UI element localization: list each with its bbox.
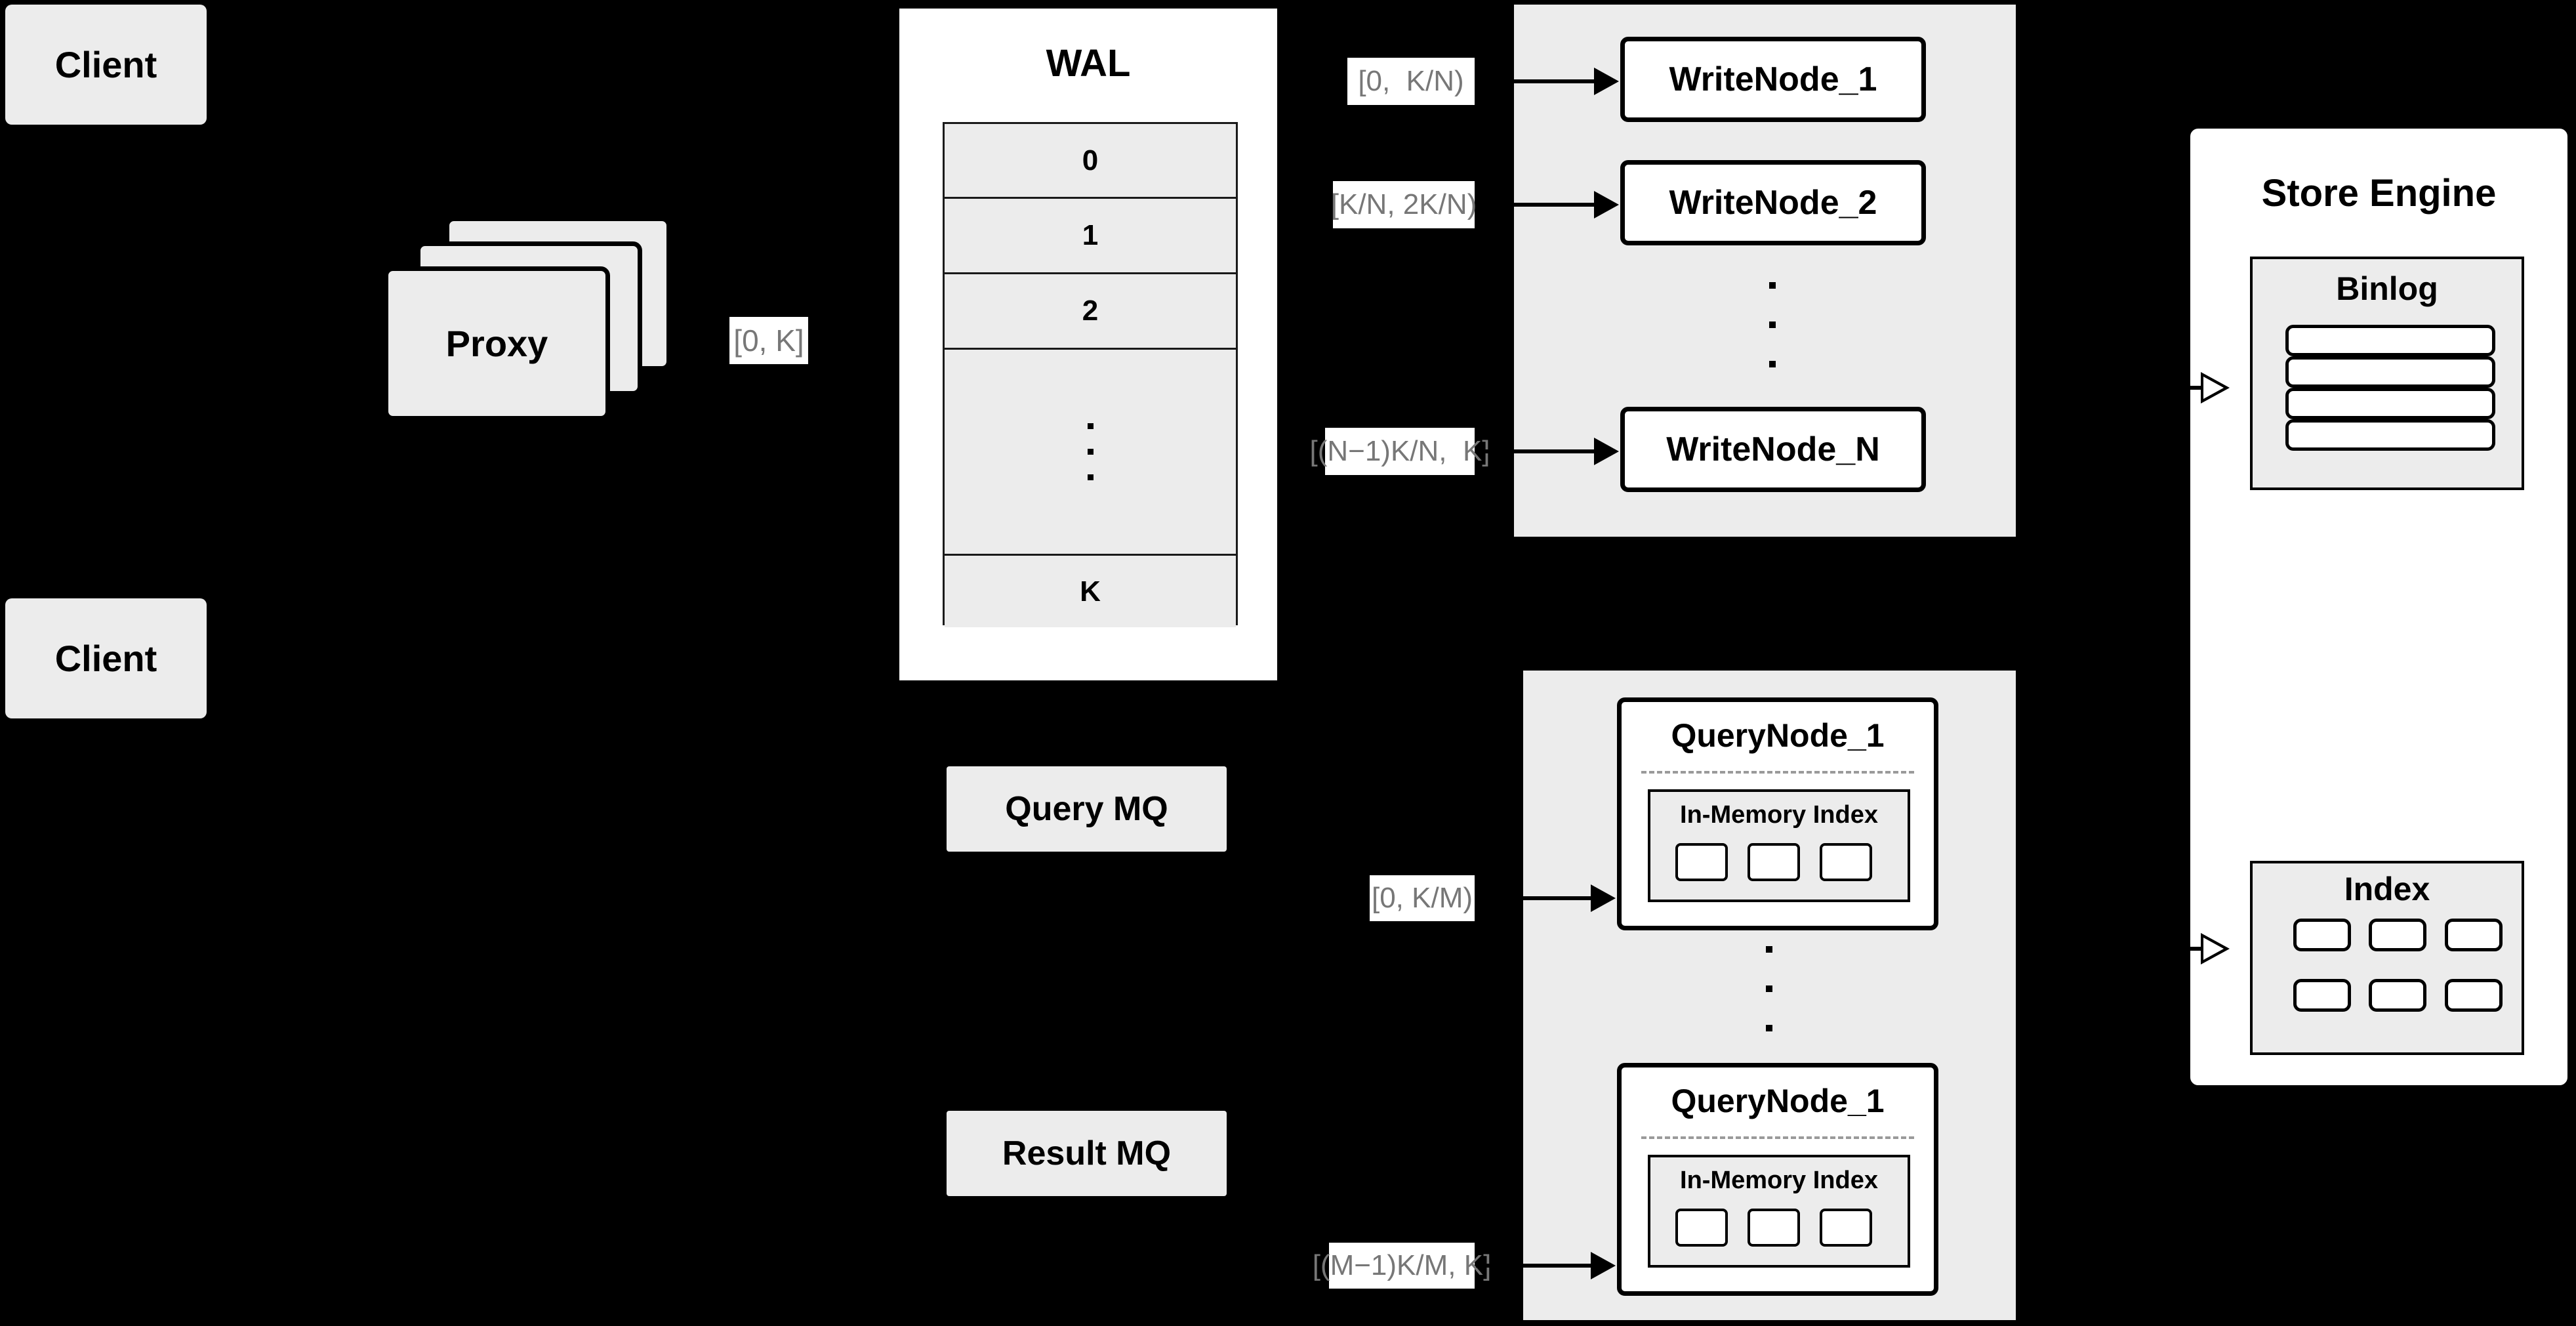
in-memory-index-cell[interactable]: [1675, 1209, 1728, 1247]
query-node-1[interactable]: QueryNode_1 In-Memory Index: [1617, 697, 1938, 930]
query-node-separator: [1641, 771, 1914, 774]
ellipsis-dot: [1766, 946, 1772, 953]
query-node-arrow-line-m: [1476, 1264, 1607, 1268]
write-node-label: WriteNode_N: [1666, 430, 1880, 468]
query-node-separator: [1641, 1136, 1914, 1139]
query-node-arrow-line-1: [1476, 896, 1607, 900]
ellipsis-dot: [1766, 1025, 1772, 1031]
write-node-ellipsis: [1768, 282, 1777, 367]
store-index-cell[interactable]: [2445, 919, 2503, 951]
range-text: [(N−1)K/N, K]: [1309, 435, 1490, 467]
binlog-bar[interactable]: [2285, 388, 2495, 419]
write-node-1[interactable]: WriteNode_1: [1620, 37, 1926, 122]
store-index-cell[interactable]: [2293, 979, 2351, 1012]
wal-row-value: K: [1080, 575, 1101, 608]
store-index-cell[interactable]: [2369, 979, 2426, 1012]
wal-row-value: 2: [1082, 295, 1099, 327]
proxy-range-text: [0, K]: [733, 323, 804, 358]
query-node-arrow-head-1: [1591, 884, 1616, 912]
query-mq-label: Query MQ: [1005, 790, 1168, 828]
result-mq-label: Result MQ: [1002, 1134, 1172, 1172]
write-node-arrow-line-2: [1476, 203, 1610, 207]
client-box-2[interactable]: Client: [5, 598, 207, 718]
write-node-arrow-line-n: [1476, 449, 1610, 453]
proxy-label: Proxy: [445, 323, 548, 364]
ellipsis-dot: [1766, 985, 1772, 992]
binlog-group: Binlog: [2250, 257, 2524, 490]
ellipsis-dot: [1769, 361, 1776, 367]
in-memory-index-box-m: In-Memory Index: [1648, 1155, 1910, 1268]
binlog-bar[interactable]: [2285, 419, 2495, 451]
result-mq-box[interactable]: Result MQ: [947, 1111, 1227, 1196]
binlog-bar[interactable]: [2285, 356, 2495, 388]
wal-row[interactable]: 1: [945, 199, 1236, 274]
in-memory-index-box-1: In-Memory Index: [1648, 789, 1910, 902]
range-text: [K/N, 2K/N): [1330, 188, 1477, 220]
store-engine-title: Store Engine: [2261, 172, 2497, 215]
ellipsis-dot: [1769, 321, 1776, 328]
store-index-group: Index: [2250, 861, 2524, 1055]
query-node-arrow-head-m: [1591, 1252, 1616, 1279]
wal-table: 0 1 2 K: [943, 122, 1238, 627]
query-node-range-label-m: [(M−1)K/M, K]: [1313, 1243, 1491, 1289]
write-node-2[interactable]: WriteNode_2: [1620, 160, 1926, 245]
query-node-m[interactable]: QueryNode_1 In-Memory Index: [1617, 1063, 1938, 1296]
store-index-cell[interactable]: [2445, 979, 2503, 1012]
in-memory-index-title: In-Memory Index: [1680, 1167, 1878, 1194]
store-engine-binlog-arrow-line: [2145, 386, 2211, 390]
ellipsis-dot: [1087, 423, 1094, 429]
wal-row[interactable]: 2: [945, 274, 1236, 350]
binlog-bar[interactable]: [2285, 325, 2495, 356]
wal-ellipsis-row: [945, 350, 1236, 556]
in-memory-index-cell[interactable]: [1820, 843, 1872, 881]
store-engine-index-arrow-head: [2201, 933, 2230, 964]
wal-title: WAL: [1046, 42, 1131, 85]
wal-row-value: 1: [1082, 219, 1099, 251]
in-memory-index-title: In-Memory Index: [1680, 801, 1878, 829]
in-memory-index-cell[interactable]: [1675, 843, 1728, 881]
range-text: [(M−1)K/M, K]: [1312, 1249, 1492, 1281]
store-index-title: Index: [2344, 871, 2430, 907]
store-index-cell[interactable]: [2369, 919, 2426, 951]
ellipsis-dot: [1087, 474, 1094, 480]
write-node-range-label-2: [K/N, 2K/N): [1330, 181, 1477, 228]
store-engine-index-arrow-line: [2145, 947, 2211, 951]
write-node-arrow-line-1: [1476, 79, 1610, 83]
binlog-title: Binlog: [2336, 270, 2438, 307]
proxy-range-label: [0, K]: [729, 317, 808, 364]
ellipsis-dot: [1087, 449, 1094, 455]
query-node-label: QueryNode_1: [1671, 717, 1885, 754]
in-memory-index-cell[interactable]: [1820, 1209, 1872, 1247]
query-node-ellipsis: [1765, 946, 1774, 1031]
ellipsis-dot: [1769, 282, 1776, 289]
wal-row[interactable]: K: [945, 556, 1236, 627]
in-memory-index-cell[interactable]: [1748, 843, 1800, 881]
proxy-box[interactable]: Proxy: [384, 266, 610, 421]
range-text: [0, K/M): [1371, 882, 1473, 914]
wal-row[interactable]: 0: [945, 124, 1236, 199]
write-node-arrow-head-1: [1594, 68, 1619, 95]
write-node-arrow-head-2: [1594, 191, 1619, 218]
query-node-label: QueryNode_1: [1671, 1083, 1885, 1119]
query-mq-box[interactable]: Query MQ: [947, 766, 1227, 852]
client-label-2: Client: [54, 638, 157, 679]
in-memory-index-cell[interactable]: [1748, 1209, 1800, 1247]
range-text: [0, K/N): [1358, 65, 1464, 97]
wal-row-value: 0: [1082, 144, 1099, 176]
write-node-arrow-head-n: [1594, 438, 1619, 465]
store-engine-binlog-arrow-head: [2201, 372, 2230, 404]
write-node-label: WriteNode_2: [1669, 184, 1877, 222]
query-node-range-label-1: [0, K/M): [1370, 875, 1475, 921]
write-node-n[interactable]: WriteNode_N: [1620, 407, 1926, 492]
store-index-cell[interactable]: [2293, 919, 2351, 951]
write-node-range-label-n: [(N−1)K/N, K]: [1309, 428, 1490, 475]
client-box-1[interactable]: Client: [5, 5, 207, 125]
client-label-1: Client: [54, 44, 157, 85]
write-node-range-label-1: [0, K/N): [1347, 58, 1475, 105]
write-node-label: WriteNode_1: [1669, 60, 1877, 98]
